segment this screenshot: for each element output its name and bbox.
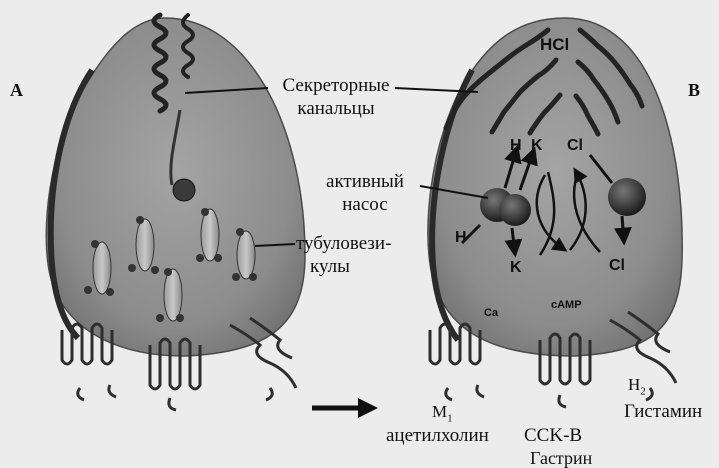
canaliculi-label: Секреторные канальцы	[282, 76, 390, 118]
ion-k-top: K	[531, 138, 543, 154]
ion-h-top: H	[510, 138, 522, 154]
ion-camp: cAMP	[551, 300, 582, 311]
cell-b	[428, 18, 682, 407]
ion-hcl: HCl	[540, 36, 569, 53]
stimulus-arrow	[312, 398, 378, 418]
receptor-m1-ligand: ацетилхолин	[386, 426, 489, 445]
panel-label-a: A	[10, 80, 23, 101]
receptor-cckb-ligand: Гастрин	[530, 449, 592, 467]
ion-k-bottom: K	[510, 260, 522, 276]
receptor-h2-ligand: Гистамин	[624, 402, 702, 421]
ion-ca: Ca	[484, 308, 498, 319]
panel-label-b: B	[688, 80, 700, 101]
receptor-h2-symbol: H2	[628, 376, 646, 397]
ion-cl-bottom: Cl	[609, 258, 625, 274]
receptor-cckb-symbol: CCK-B	[524, 426, 582, 445]
cell-a	[46, 15, 305, 410]
ion-h-left: H	[455, 230, 467, 246]
canaliculus-bulb	[173, 179, 195, 201]
receptor-m1-symbol: M1	[432, 403, 453, 424]
pump-label: активный насос	[312, 172, 418, 214]
tubulovesicles-label: тубуловези- кулы	[296, 234, 391, 276]
ion-cl-top: Cl	[567, 138, 583, 154]
